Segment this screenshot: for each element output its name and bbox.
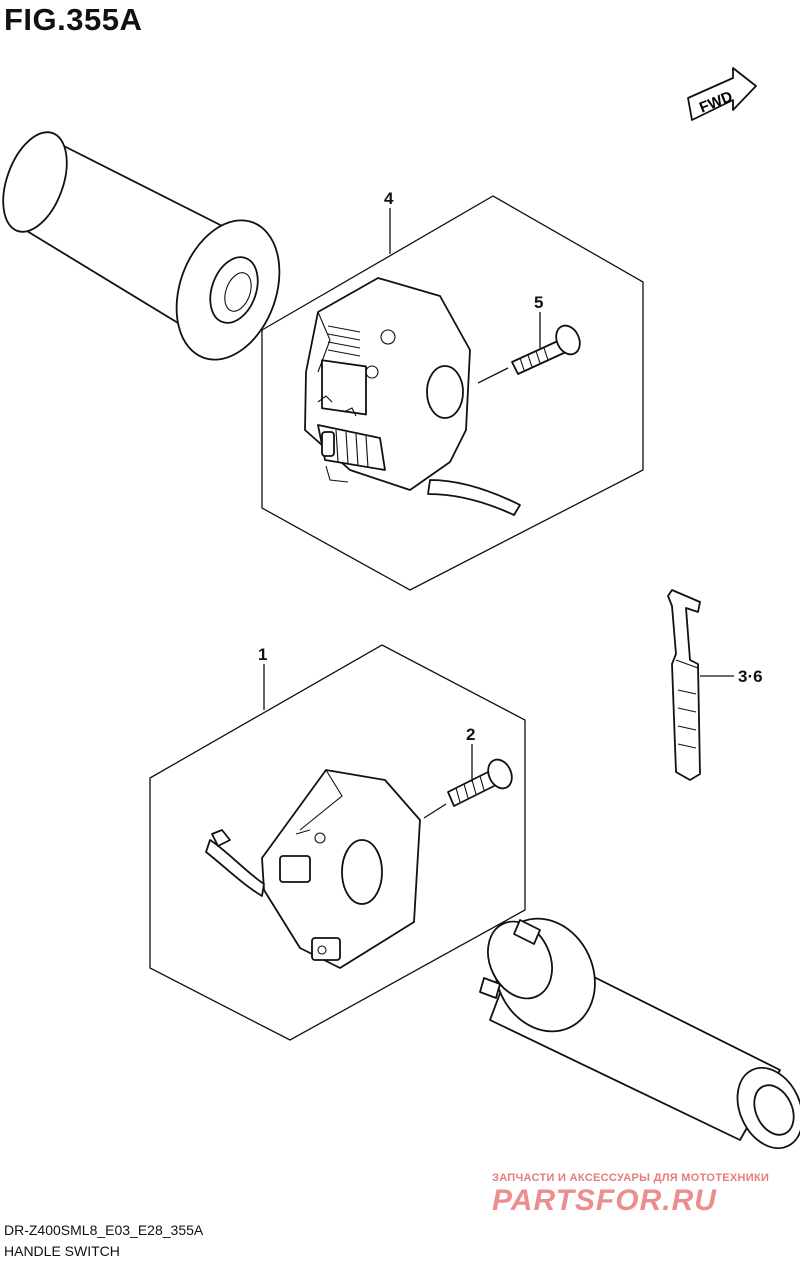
left-grip: [2, 131, 281, 361]
screw-2: [447, 758, 513, 807]
callout-2: 2: [466, 725, 475, 744]
callout-4: 4: [384, 189, 394, 208]
leader-lines: [263, 208, 734, 819]
callout-3-6: 3·6: [738, 667, 763, 686]
callout-1: 1: [258, 645, 267, 664]
section-name: HANDLE SWITCH: [4, 1243, 120, 1259]
right-throttle-grip: [479, 917, 800, 1150]
model-code: DR-Z400SML8_E03_E28_355A: [4, 1222, 204, 1238]
cable-tie: [667, 589, 701, 781]
assembly-4-boundary: [261, 195, 644, 591]
watermark-brand: PARTSFOR.RU: [492, 1184, 717, 1217]
screw-5: [511, 324, 581, 375]
forward-arrow-icon: FWD: [687, 67, 757, 121]
left-handle-switch: [304, 277, 521, 516]
figure-title: FIG.355A: [4, 2, 143, 37]
right-handle-switch: [205, 769, 421, 969]
callout-5: 5: [534, 293, 543, 312]
watermark-tagline: ЗАПЧАСТИ И АКСЕССУАРЫ ДЛЯ МОТОТЕХНИКИ: [492, 1172, 770, 1184]
assembly-1-boundary: [149, 644, 526, 1041]
